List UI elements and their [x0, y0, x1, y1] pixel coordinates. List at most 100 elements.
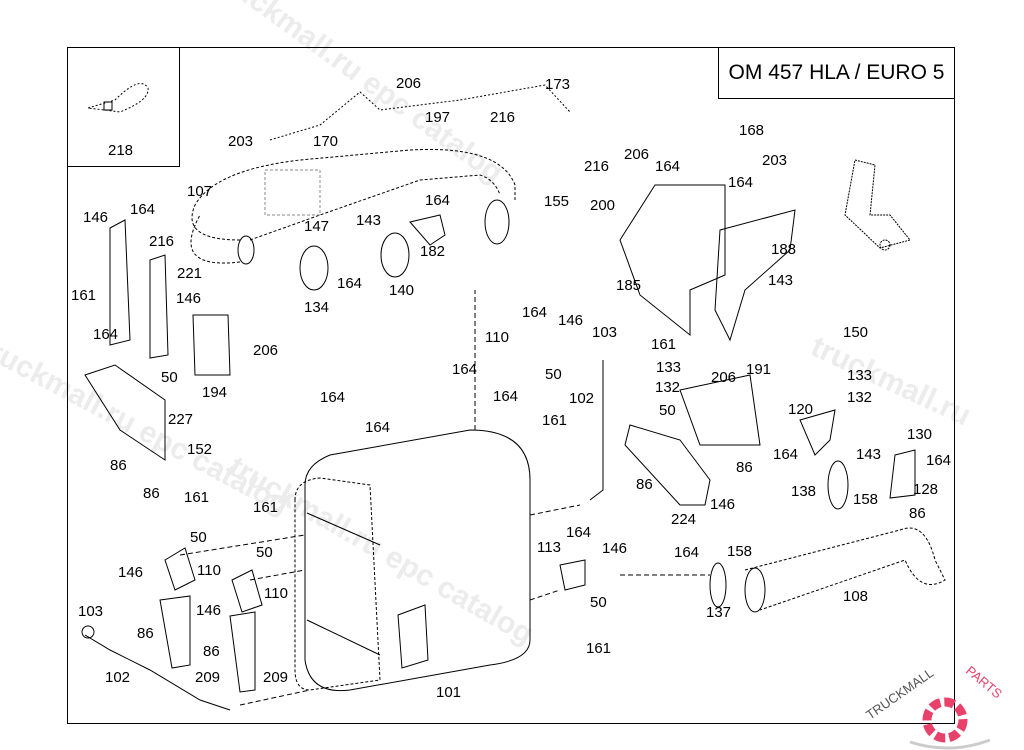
- callout-164[interactable]: 164: [493, 388, 519, 405]
- callout-137[interactable]: 137: [706, 604, 732, 621]
- callout-161[interactable]: 161: [71, 287, 97, 304]
- callout-103[interactable]: 103: [592, 324, 618, 341]
- callout-173[interactable]: 173: [545, 76, 571, 93]
- callout-206[interactable]: 206: [253, 342, 279, 359]
- callout-50[interactable]: 50: [190, 529, 207, 546]
- engine-bracket-assembly[interactable]: [844, 159, 911, 251]
- callout-164[interactable]: 164: [130, 201, 156, 218]
- callout-158[interactable]: 158: [853, 491, 879, 508]
- callout-164[interactable]: 164: [337, 275, 363, 292]
- callout-164[interactable]: 164: [365, 419, 391, 436]
- callout-209[interactable]: 209: [195, 669, 221, 686]
- callout-146[interactable]: 146: [83, 209, 109, 226]
- callout-146[interactable]: 146: [118, 564, 144, 581]
- callout-132[interactable]: 132: [655, 379, 681, 396]
- callout-221[interactable]: 221: [177, 265, 203, 282]
- callout-143[interactable]: 143: [768, 272, 794, 289]
- flange-part[interactable]: [484, 199, 510, 245]
- callout-146[interactable]: 146: [602, 540, 628, 557]
- bracket-110-left[interactable]: [164, 547, 196, 591]
- callout-170[interactable]: 170: [313, 133, 339, 150]
- callout-206[interactable]: 206: [396, 75, 422, 92]
- callout-86[interactable]: 86: [143, 485, 160, 502]
- callout-132[interactable]: 132: [847, 389, 873, 406]
- callout-224[interactable]: 224: [671, 511, 697, 528]
- callout-108[interactable]: 108: [843, 588, 869, 605]
- callout-203[interactable]: 203: [762, 152, 788, 169]
- callout-164[interactable]: 164: [452, 361, 478, 378]
- callout-216[interactable]: 216: [584, 158, 610, 175]
- callout-161[interactable]: 161: [651, 336, 677, 353]
- cable-tie-part[interactable]: [87, 83, 149, 113]
- callout-161[interactable]: 161: [586, 640, 612, 657]
- callout-138[interactable]: 138: [791, 483, 817, 500]
- support-209-left[interactable]: [159, 595, 191, 669]
- callout-164[interactable]: 164: [425, 192, 451, 209]
- callout-143[interactable]: 143: [356, 212, 382, 229]
- exhaust-pipe-107[interactable]: [190, 148, 516, 265]
- callout-110[interactable]: 110: [485, 329, 509, 346]
- callout-146[interactable]: 146: [176, 290, 202, 307]
- callout-103[interactable]: 103: [78, 603, 104, 620]
- callout-50[interactable]: 50: [590, 594, 607, 611]
- callout-50[interactable]: 50: [659, 402, 676, 419]
- callout-206[interactable]: 206: [711, 369, 737, 386]
- callout-164[interactable]: 164: [728, 174, 754, 191]
- support-209-right[interactable]: [229, 611, 256, 693]
- callout-134[interactable]: 134: [304, 299, 330, 316]
- bracket-191[interactable]: [679, 374, 761, 446]
- callout-194[interactable]: 194: [202, 384, 228, 401]
- clamp-137[interactable]: [709, 562, 727, 608]
- callout-164[interactable]: 164: [655, 158, 681, 175]
- tail-pipe-108[interactable]: [744, 527, 946, 611]
- callout-203[interactable]: 203: [228, 133, 254, 150]
- callout-50[interactable]: 50: [161, 369, 178, 386]
- callout-197[interactable]: 197: [425, 109, 451, 126]
- callout-86[interactable]: 86: [110, 457, 127, 474]
- callout-161[interactable]: 161: [184, 489, 210, 506]
- callout-120[interactable]: 120: [788, 401, 814, 418]
- callout-188[interactable]: 188: [771, 241, 797, 258]
- callout-102[interactable]: 102: [105, 669, 131, 686]
- callout-86[interactable]: 86: [909, 505, 926, 522]
- callout-164[interactable]: 164: [522, 304, 548, 321]
- callout-155[interactable]: 155: [544, 193, 570, 210]
- callout-152[interactable]: 152: [187, 441, 213, 458]
- callout-110[interactable]: 110: [197, 562, 221, 579]
- tail-pipe-flange[interactable]: [744, 567, 766, 613]
- callout-140[interactable]: 140: [389, 282, 415, 299]
- callout-86[interactable]: 86: [636, 476, 653, 493]
- clamp-138[interactable]: [827, 460, 849, 510]
- bracket-227[interactable]: [84, 364, 166, 461]
- bracket-120[interactable]: [799, 409, 836, 456]
- callout-161[interactable]: 161: [253, 499, 279, 516]
- callout-164[interactable]: 164: [566, 524, 592, 541]
- callout-133[interactable]: 133: [847, 367, 873, 384]
- callout-86[interactable]: 86: [137, 625, 154, 642]
- callout-143[interactable]: 143: [856, 446, 882, 463]
- bracket-128[interactable]: [889, 449, 916, 499]
- bracket-194[interactable]: [192, 314, 231, 376]
- sensor-102-left[interactable]: [84, 634, 231, 711]
- callout-146[interactable]: 146: [710, 496, 736, 513]
- callout-200[interactable]: 200: [590, 197, 616, 214]
- bracket-185[interactable]: [619, 184, 726, 337]
- callout-107[interactable]: 107: [187, 183, 213, 200]
- callout-102[interactable]: 102: [569, 390, 595, 407]
- callout-206[interactable]: 206: [624, 146, 650, 163]
- clamp-140[interactable]: [380, 232, 410, 278]
- callout-86[interactable]: 86: [736, 459, 753, 476]
- callout-146[interactable]: 146: [196, 602, 222, 619]
- muffler-101[interactable]: [294, 429, 531, 692]
- clamp-134[interactable]: [299, 245, 329, 291]
- callout-147[interactable]: 147: [304, 218, 330, 235]
- callout-218[interactable]: 218: [108, 142, 134, 159]
- bracket-110-mid[interactable]: [231, 569, 263, 613]
- callout-161[interactable]: 161: [542, 412, 568, 429]
- callout-168[interactable]: 168: [739, 122, 765, 139]
- callout-150[interactable]: 150: [843, 324, 869, 341]
- callout-164[interactable]: 164: [674, 544, 700, 561]
- callout-130[interactable]: 130: [907, 426, 933, 443]
- callout-101[interactable]: 101: [436, 684, 462, 701]
- sensor-cable[interactable]: [269, 84, 571, 141]
